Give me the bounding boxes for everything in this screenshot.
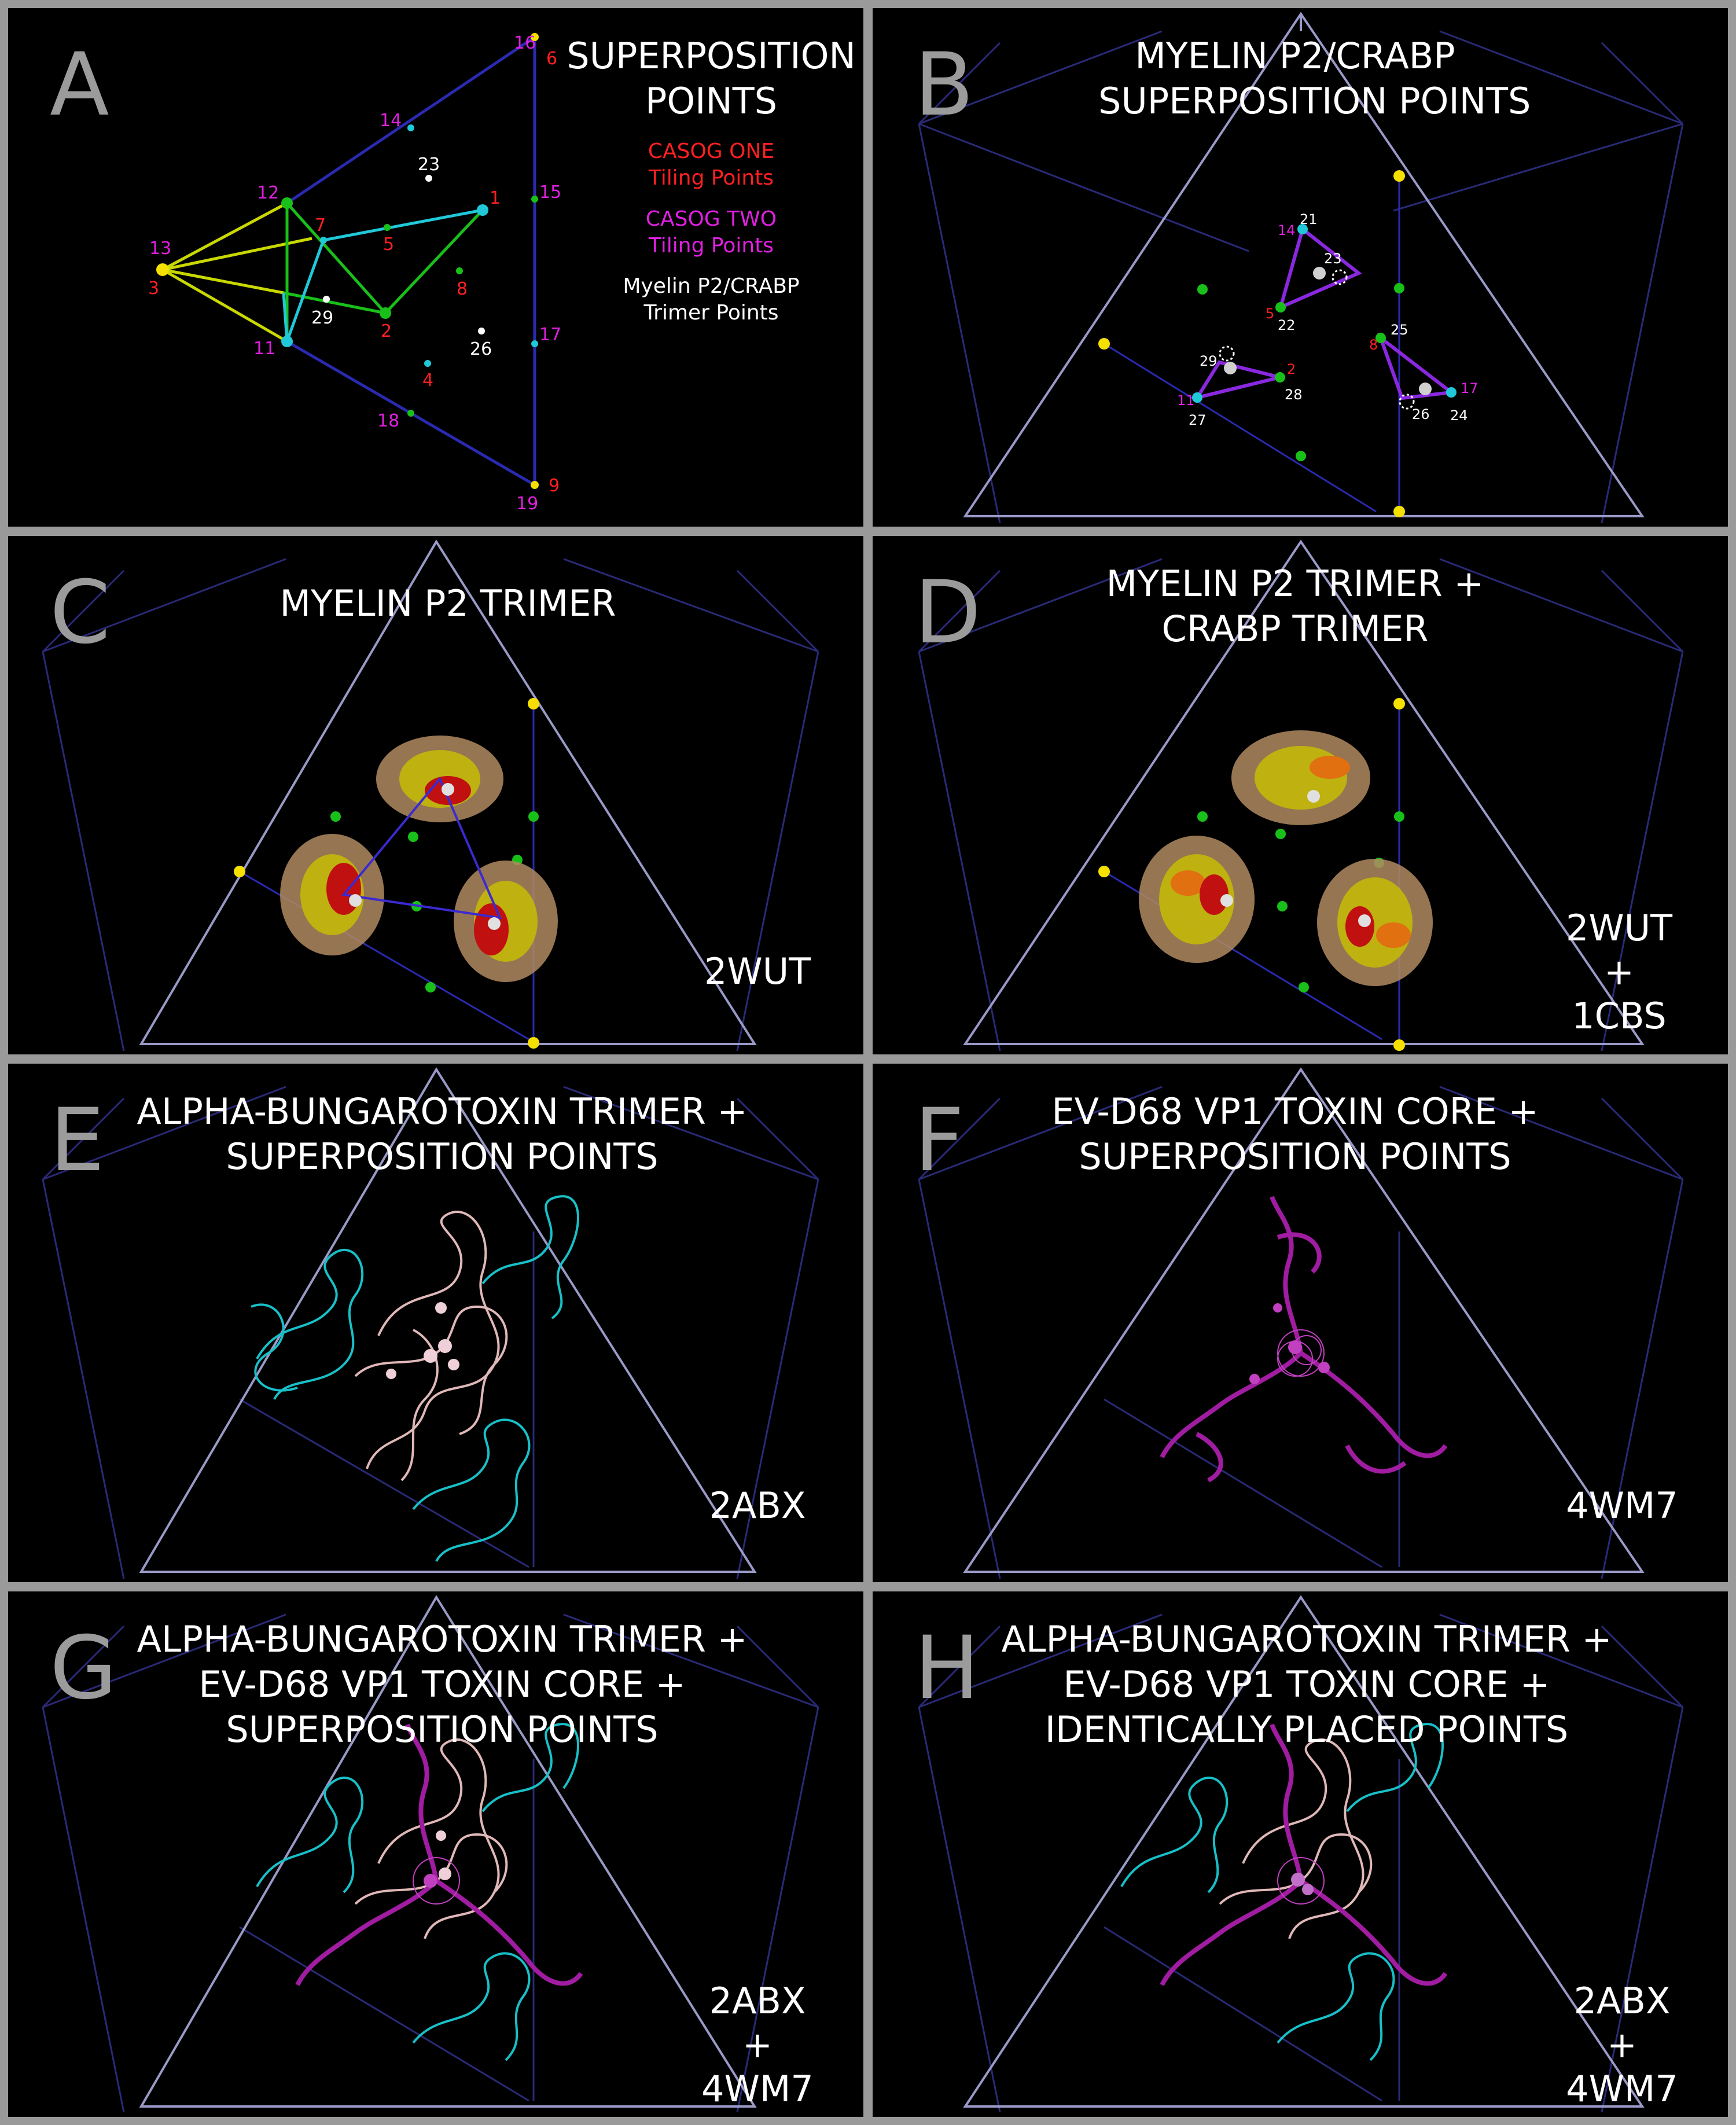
label-18: 18 [377,411,399,431]
label-19: 19 [516,494,538,514]
label-12: 12 [257,183,279,203]
panel-h-title: ALPHA-BUNGAROTOXIN TRIMER +EV-D68 VP1 TO… [1001,1618,1612,1751]
pdb-id-f: 4WM7 [1566,1484,1678,1527]
panel-letter-d: D [914,562,981,663]
panel-h: H ALPHA-BUNGAROTOXIN TRIMER +EV-D68 VP1 … [873,1591,1728,2117]
protein-ribbon-group [280,736,558,982]
label-26: 26 [470,339,492,359]
panel-c: C MYELIN P2 TRIMER 2WUT [8,536,863,1054]
label-5: 5 [383,234,394,255]
label-29: 29 [311,308,333,328]
pdb-id-e: 2ABX [709,1484,806,1527]
panel-b-diagram: 14 21 23 5 22 25 8 17 26 24 29 2 28 11 2… [918,12,1684,524]
svg-text:24: 24 [1450,407,1468,424]
label-15: 15 [539,182,561,203]
panel-d-title: MYELIN P2 TRIMER +CRABP TRIMER [1106,562,1484,650]
svg-text:2: 2 [1287,361,1296,377]
pdb-id-h: 2ABX+4WM7 [1566,1980,1678,2110]
label-3: 3 [148,278,159,299]
label-6: 6 [546,49,557,69]
toxin-ribbon-group [251,1195,579,1562]
svg-text:22: 22 [1278,317,1296,333]
panel-g: G ALPHA-BUNGAROTOXIN TRIMER +EV-D68 VP1 … [8,1591,863,2117]
svg-text:11: 11 [1177,392,1195,409]
panel-letter-c: C [50,562,111,663]
label-8: 8 [457,279,468,299]
panel-letter-f: F [914,1090,965,1191]
svg-text:5: 5 [1266,306,1274,322]
panel-letter-b: B [914,35,974,135]
panel-a: 13 3 12 11 7 5 1 8 2 4 29 26 23 14 16 6 … [8,8,863,527]
vp1-ribbon-group [1160,1196,1448,1483]
panel-c-title: MYELIN P2 TRIMER [279,582,616,624]
svg-text:29: 29 [1200,353,1218,369]
panel-d: D MYELIN P2 TRIMER +CRABP TRIMER 2WUT+1C… [873,536,1728,1054]
pdb-id-d: 2WUT+1CBS [1565,907,1672,1037]
svg-text:26: 26 [1412,406,1430,422]
svg-text:25: 25 [1391,322,1408,338]
svg-text:17: 17 [1461,380,1478,396]
label-13: 13 [149,238,171,259]
svg-text:8: 8 [1369,337,1378,353]
panel-c-diagram [42,539,819,1052]
panel-f-title: EV-D68 VP1 TOXIN CORE +SUPERPOSITION POI… [1051,1090,1539,1178]
panel-e: E ALPHA-BUNGAROTOXIN TRIMER +SUPERPOSITI… [8,1064,863,1582]
panel-letter-e: E [50,1090,105,1191]
svg-text:27: 27 [1189,412,1207,428]
panel-e-diagram [42,1067,819,1579]
label-14: 14 [380,111,402,131]
protein-ribbon-group [1139,730,1433,986]
label-1: 1 [490,188,501,208]
panel-a-diagram: 13 3 12 11 7 5 1 8 2 4 29 26 23 14 16 6 … [148,33,561,514]
panel-g-title: ALPHA-BUNGAROTOXIN TRIMER +EV-D68 VP1 TO… [137,1618,748,1751]
panel-b: 14 21 23 5 22 25 8 17 26 24 29 2 28 11 2… [873,8,1728,527]
panel-letter-a: A [50,35,109,135]
panel-f: F EV-D68 VP1 TOXIN CORE +SUPERPOSITION P… [873,1064,1728,1582]
panel-e-title: ALPHA-BUNGAROTOXIN TRIMER +SUPERPOSITION… [137,1090,748,1178]
svg-text:28: 28 [1285,387,1303,403]
label-4: 4 [422,370,433,391]
label-7: 7 [315,215,326,236]
label-23: 23 [418,155,440,175]
label-16: 16 [514,33,536,53]
panel-letter-h: H [914,1618,980,1719]
panel-f-diagram [918,1067,1684,1579]
pdb-id-c: 2WUT [704,950,811,992]
svg-text:21: 21 [1300,211,1318,227]
panel-letter-g: G [50,1618,117,1719]
label-9: 9 [549,476,560,496]
label-2: 2 [381,321,392,341]
pdb-id-g: 2ABX+4WM7 [701,1980,814,2110]
panel-g-diagram [42,1595,819,2113]
label-11: 11 [253,339,275,359]
panel-h-diagram [918,1595,1684,2113]
svg-text:14: 14 [1278,222,1296,238]
panel-d-diagram [918,539,1684,1052]
svg-text:23: 23 [1324,251,1342,267]
label-17: 17 [539,325,561,345]
